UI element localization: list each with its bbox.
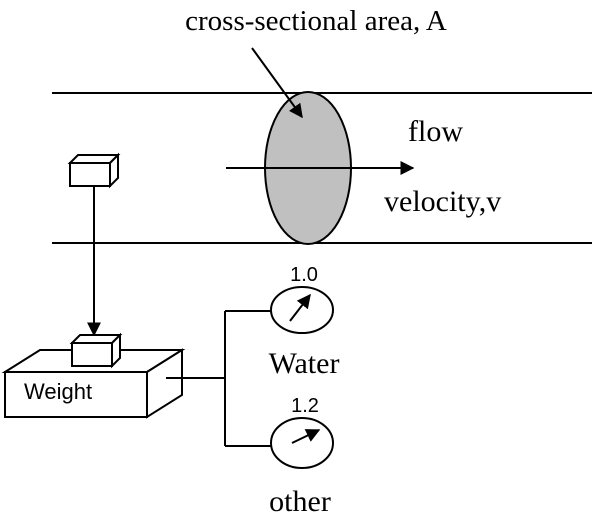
velocity-label: velocity,v	[384, 185, 501, 218]
other-gauge	[270, 417, 334, 469]
falling-block	[67, 152, 121, 189]
water-gauge-reading: 1.0	[290, 264, 318, 286]
scale-block	[69, 332, 123, 369]
weight-label: Weight	[24, 379, 92, 404]
other-label: other	[269, 485, 331, 518]
other-gauge-reading: 1.2	[291, 395, 319, 417]
water-label: Water	[269, 347, 340, 380]
flow-label: flow	[408, 115, 463, 148]
area-label: cross-sectional area, A	[185, 5, 447, 37]
area-pointer-arrow	[251, 47, 303, 119]
water-gauge	[270, 286, 334, 334]
